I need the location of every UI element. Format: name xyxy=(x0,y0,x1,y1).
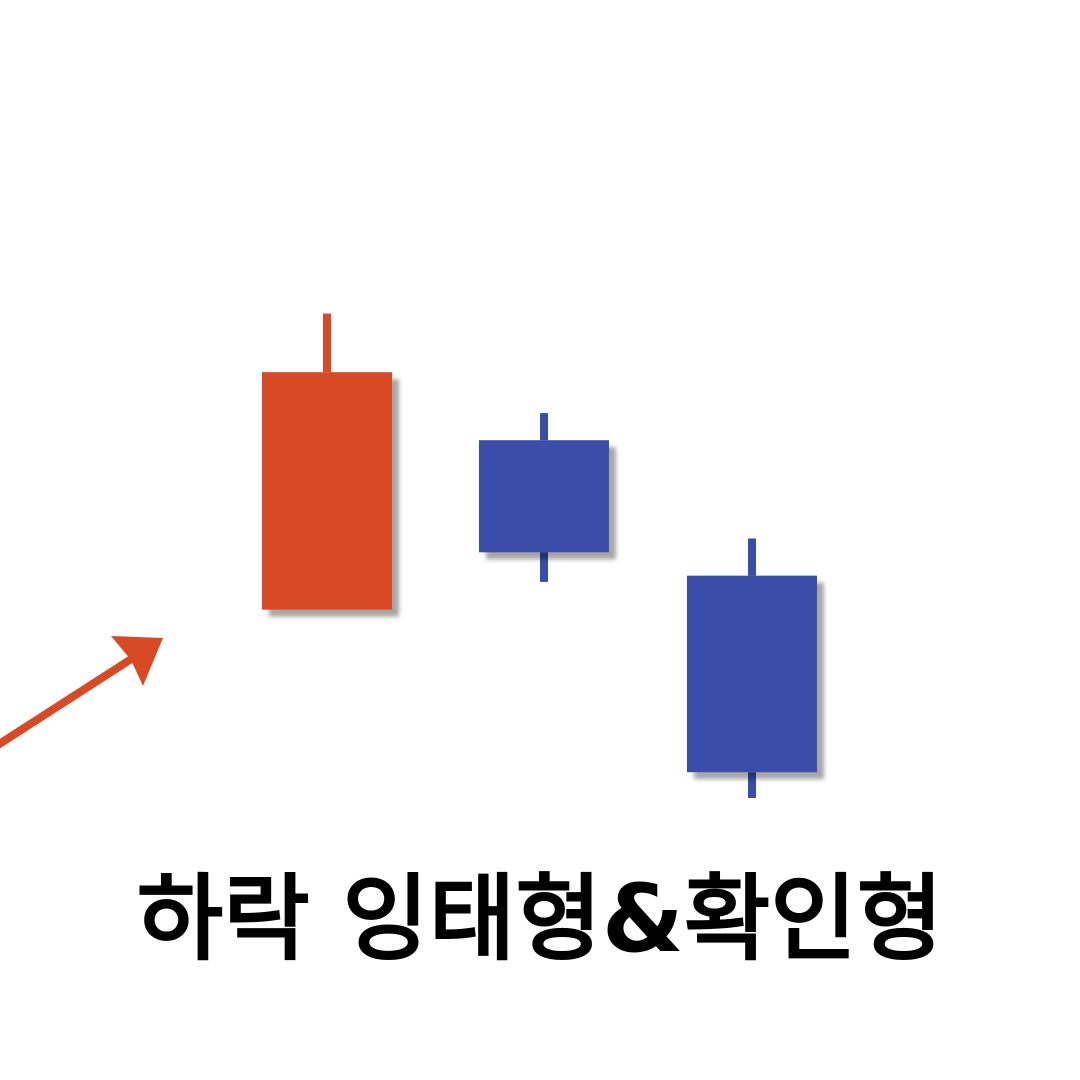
candle-3-upper-wick xyxy=(748,538,756,576)
candle-3-body xyxy=(687,575,817,773)
trend-arrow-shaft xyxy=(0,652,139,749)
candle-1-upper-wick xyxy=(323,313,331,373)
candle-2-lower-wick xyxy=(540,552,548,582)
candle-1-body xyxy=(262,372,392,610)
trend-arrow-head xyxy=(111,636,163,686)
candle-3-lower-wick xyxy=(748,772,756,799)
candle-1 xyxy=(262,313,392,610)
candle-2 xyxy=(479,413,609,582)
candle-2-body xyxy=(479,440,609,553)
candles xyxy=(262,313,817,799)
trend-arrow xyxy=(0,636,163,749)
chart-title: 하락 잉태형&확인형 xyxy=(136,865,944,974)
candle-3 xyxy=(687,538,817,799)
candle-2-upper-wick xyxy=(540,413,548,441)
